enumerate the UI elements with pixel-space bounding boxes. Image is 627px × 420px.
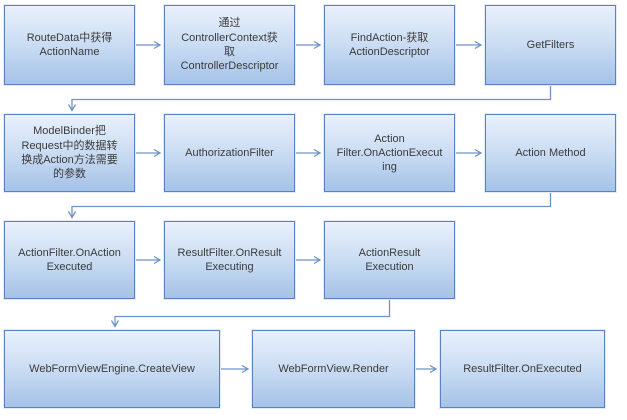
flow-node-actionresultexecution: ActionResult Execution [324, 221, 455, 299]
flow-node-modelbinder: ModelBinder把 Request中的数据转 换成Action方法需要 的… [4, 114, 135, 192]
flow-node-actionmethod: Action Method [485, 114, 616, 192]
flow-node-onactionexecuted: ActionFilter.OnAction Executed [4, 221, 135, 299]
flow-node-onresultexecuting: ResultFilter.OnResult Executing [164, 221, 295, 299]
flow-node-controllercontext-get: 通过 ControllerContext获 取 ControllerDescri… [164, 5, 295, 85]
flow-node-render: WebFormView.Render [252, 330, 415, 408]
connector-actionmethod-to-onactionexecuted [67, 193, 552, 219]
flow-node-findaction: FindAction-获取 ActionDescriptor [324, 5, 455, 85]
flow-node-routedata-actionname: RouteData中获得 ActionName [4, 5, 135, 85]
flow-node-onexecuted: ResultFilter.OnExecuted [440, 330, 605, 408]
flow-node-onactionexecuting: Action Filter.OnActionExecut ing [324, 114, 455, 192]
connector-actionresultexecution-to-createview [110, 300, 391, 328]
flow-node-createview: WebFormViewEngine.CreateView [4, 330, 220, 408]
flow-node-getfilters: GetFilters [485, 5, 616, 85]
flow-node-authorizationfilter: AuthorizationFilter [164, 114, 295, 192]
connector-getfilters-to-modelbinder [67, 86, 552, 112]
